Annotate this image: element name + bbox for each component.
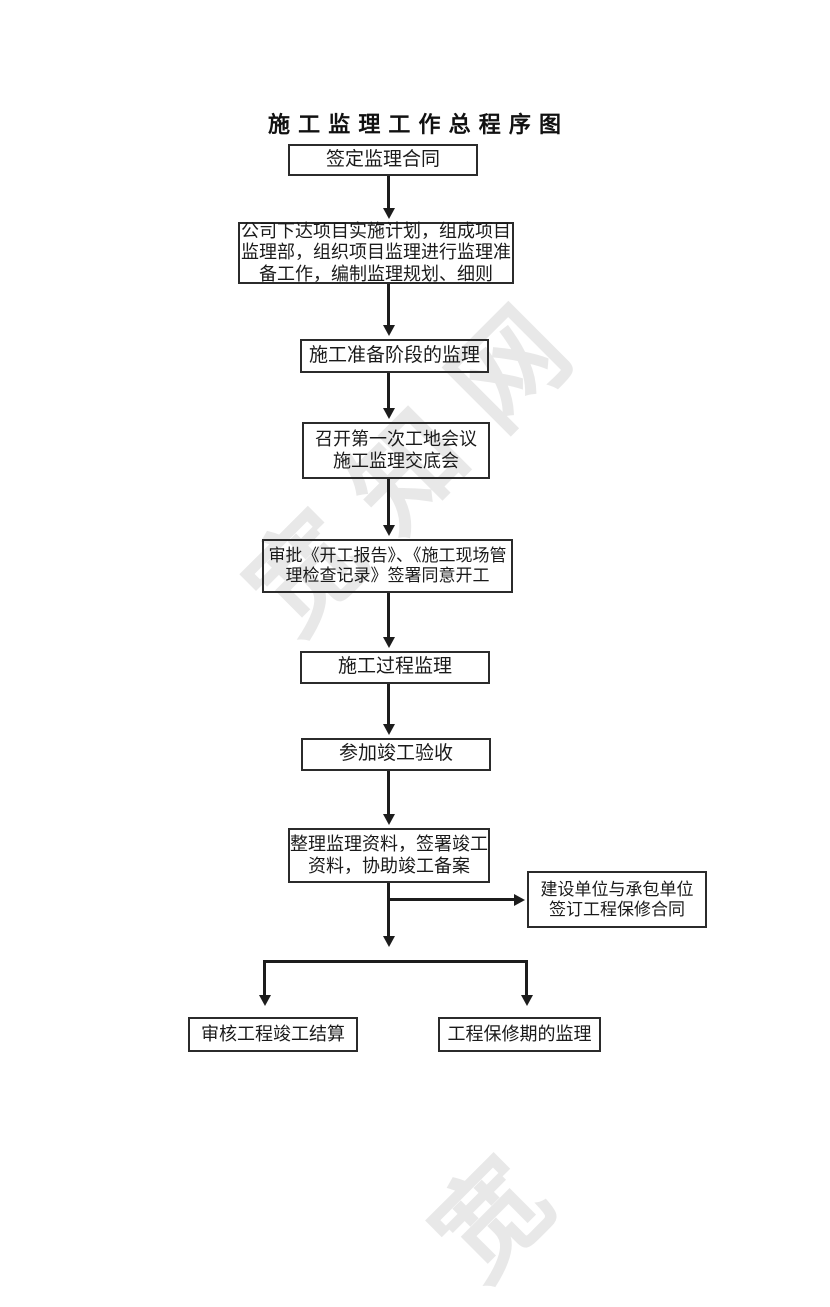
node-preparation-supervision: 施工准备阶段的监理	[300, 339, 489, 373]
arrow-down-2	[387, 284, 390, 325]
node-approve-start-report: 审批《开工报告》、《施工现场管 理检查记录》签署同意开工	[262, 539, 513, 593]
arrow-branch-right	[389, 898, 514, 901]
node-first-site-meeting: 召开第一次工地会议 施工监理交底会	[302, 422, 490, 479]
page-title: 施 工 监 理 工 作 总 程 序 图	[267, 112, 562, 137]
node-line: 工程保修期的监理	[447, 1023, 592, 1044]
node-warranty-period-supervision: 工程保修期的监理	[438, 1017, 601, 1052]
node-line: 参加竣工验收	[338, 743, 453, 765]
node-line: 理检查记录》签署同意开工	[285, 565, 490, 585]
node-warranty-contract: 建设单位与承包单位 签订工程保修合同	[527, 871, 707, 928]
arrow-down-left-branch	[263, 963, 266, 995]
node-line: 备工作，编制监理规划、细则	[259, 263, 493, 284]
node-sign-contract: 签定监理合同	[288, 144, 478, 176]
arrow-down-1	[387, 176, 390, 208]
arrow-down-right-branch	[525, 963, 528, 995]
node-completion-acceptance: 参加竣工验收	[301, 738, 491, 771]
node-line: 审批《开工报告》、《施工现场管	[268, 546, 507, 565]
node-construction-process-supervision: 施工过程监理	[300, 651, 490, 684]
node-line: 施工准备阶段的监理	[308, 344, 480, 366]
arrow-down-3	[387, 373, 390, 408]
node-organize-supervision-documents: 整理监理资料，签署竣工 资料，协助竣工备案	[288, 828, 490, 883]
node-line: 审核工程竣工结算	[201, 1023, 345, 1044]
arrow-down-7	[387, 771, 390, 814]
node-line: 召开第一次工地会议	[315, 429, 477, 450]
arrow-down-4	[387, 479, 390, 525]
document-page: 宽知网 宽 施 工 监 理 工 作 总 程 序 图 签定监理合同 公司下达项目实…	[0, 0, 830, 1174]
arrow-down-5	[387, 593, 390, 637]
arrow-down-8	[387, 883, 390, 936]
node-line: 签订工程保修合同	[549, 899, 685, 919]
node-line: 施工监理交底会	[333, 450, 459, 471]
node-line: 监理部，组织项目监理进行监理准	[241, 242, 511, 263]
node-audit-completion-settlement: 审核工程竣工结算	[188, 1017, 358, 1052]
node-line: 签定监理合同	[325, 148, 440, 170]
node-project-plan: 公司下达项目实施计划，组成项目 监理部，组织项目监理进行监理准 备工作，编制监理…	[238, 221, 514, 284]
watermark-fragment: 宽	[410, 1137, 575, 1302]
arrow-down-6	[387, 684, 390, 724]
node-line: 资料，协助竣工备案	[308, 855, 470, 876]
node-line: 整理监理资料，签署竣工	[290, 834, 488, 855]
node-line: 施工过程监理	[337, 656, 452, 678]
node-line: 公司下达项目实施计划，组成项目	[241, 221, 511, 242]
node-line: 建设单位与承包单位	[540, 879, 694, 899]
split-line	[263, 960, 528, 963]
